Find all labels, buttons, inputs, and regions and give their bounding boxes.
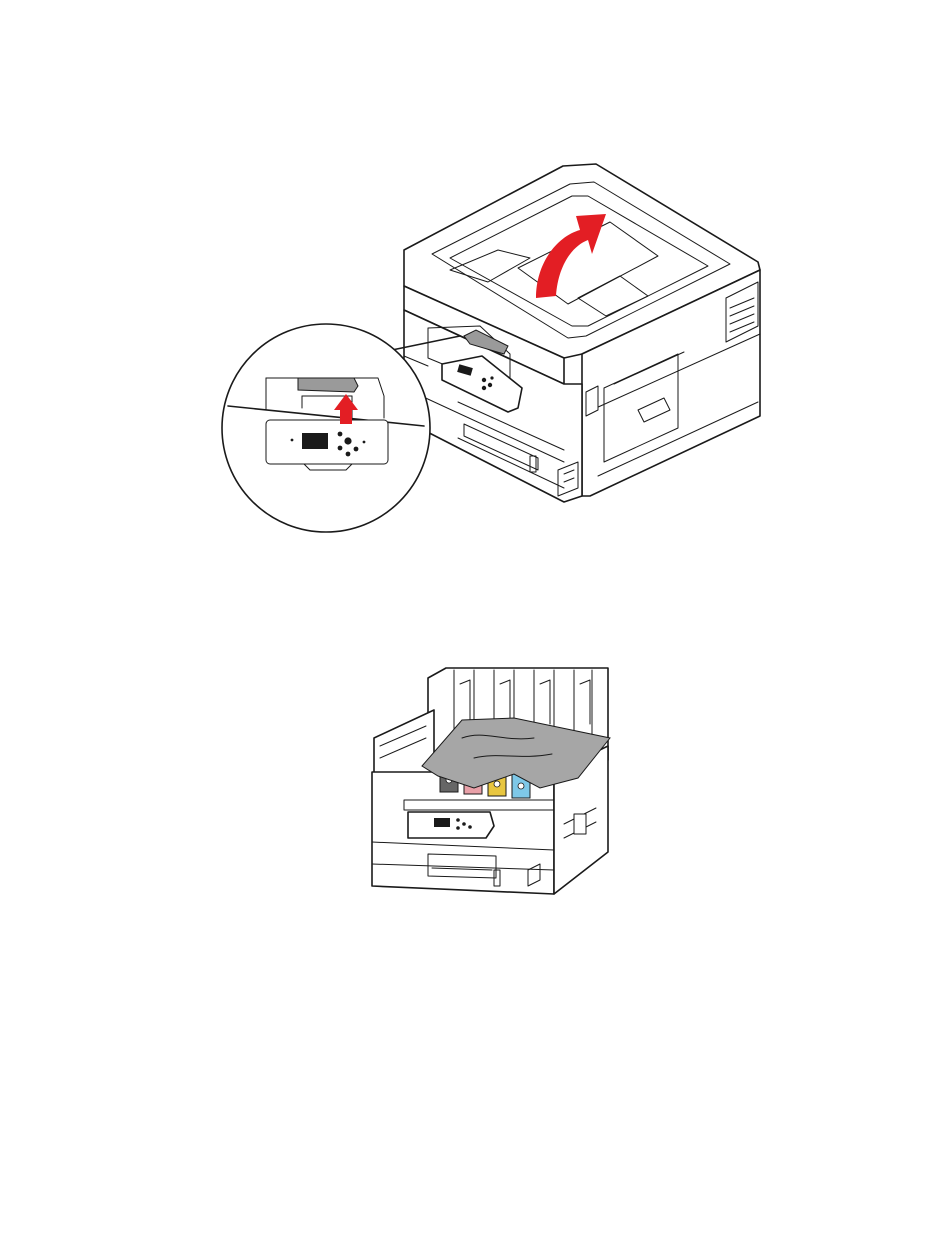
figure-open-top-cover [218,158,766,536]
figure-remove-jammed-paper [364,664,616,900]
printer [404,164,760,502]
control-panel [408,812,494,838]
